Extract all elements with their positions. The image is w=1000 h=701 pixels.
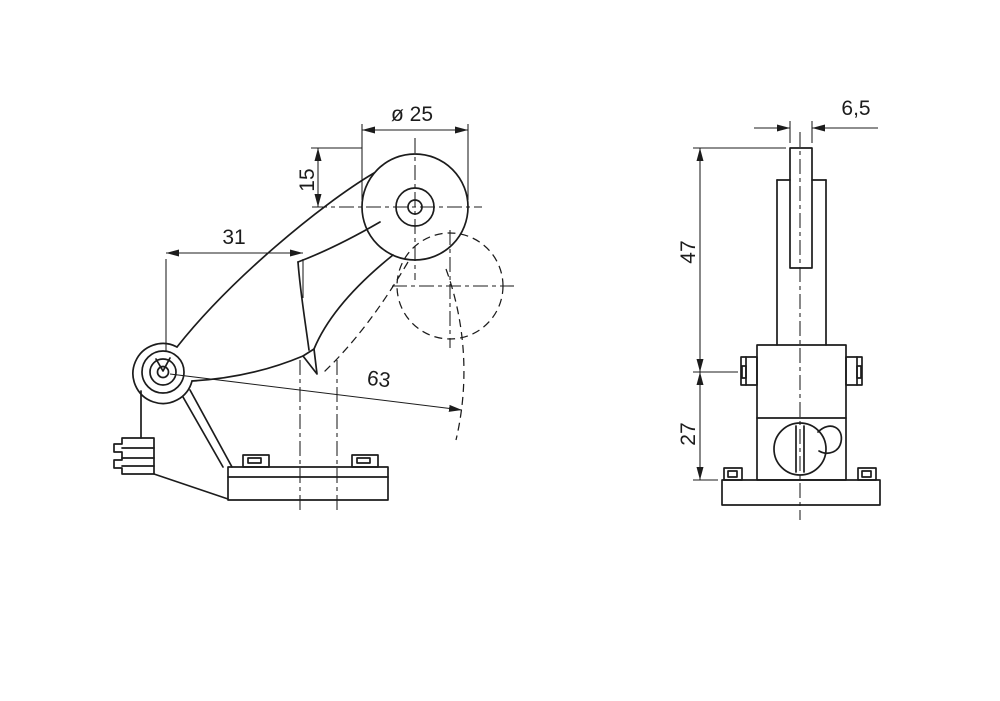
clamp-left <box>242 454 270 468</box>
dim-label-pivot-to-tip: 31 <box>222 226 245 249</box>
roller-front-outline <box>789 147 813 269</box>
pivot-axle-hole <box>156 365 170 379</box>
side-view-centerlines <box>299 138 514 510</box>
pivot-boss-arc <box>132 342 193 405</box>
base-front-outline <box>721 479 881 506</box>
base-ear-left-slot <box>727 470 738 478</box>
housing-bottom-edge <box>153 473 229 500</box>
pivot-outer-circle <box>141 350 185 394</box>
dim-label-roller-width: 6,5 <box>841 97 870 120</box>
pivot-boss-left-slot <box>741 365 747 379</box>
dim-upper-length: 47 <box>677 147 786 373</box>
clamp-screw-head <box>773 422 827 476</box>
base-ear-left <box>723 467 743 481</box>
dim-roller-diameter: ø 25 <box>361 103 469 200</box>
connector-block <box>113 437 155 475</box>
clamp-left-slot <box>247 457 262 464</box>
dim-lower-height: 27 <box>677 372 718 481</box>
front-lever <box>776 147 827 346</box>
arm-bottom-edge <box>191 355 304 382</box>
base-plate-side <box>227 454 389 501</box>
front-body <box>740 344 863 481</box>
clamp-screw-slot <box>795 425 805 473</box>
dim-label-roller-offset: 15 <box>296 168 319 191</box>
dim-label-swing-radius: 63 <box>366 367 392 393</box>
side-view: ø 25 15 31 63 <box>113 103 514 510</box>
dim-pivot-to-tip: 31 <box>165 226 304 352</box>
front-view: 6,5 47 27 <box>677 97 881 520</box>
swing-arc <box>445 268 465 441</box>
pivot-middle-circle <box>149 358 177 386</box>
arm-inner-edge <box>297 261 310 351</box>
base-ear-right <box>857 467 877 481</box>
dim-roller-offset: 15 <box>296 147 362 207</box>
roller <box>361 153 469 261</box>
arm-inner-upper-edge <box>297 221 381 263</box>
pivot-boss-right-slot <box>856 365 862 379</box>
body-outline <box>756 344 847 481</box>
housing-right-edge <box>189 389 233 468</box>
roller-axle-hole <box>407 199 423 215</box>
phantom-lever-edge <box>323 261 409 373</box>
base-ear-right-slot <box>861 470 872 478</box>
roller-hub-circle <box>395 187 435 227</box>
base-outline <box>227 466 389 501</box>
switch-housing <box>113 389 233 500</box>
clamp-cam-hook <box>817 425 843 454</box>
housing-right-inner-edge <box>182 396 224 468</box>
clamp-right <box>351 454 379 468</box>
arm-right-edge <box>313 254 394 350</box>
radius-leader-line <box>169 373 463 412</box>
dim-roller-width: 6,5 <box>754 97 878 143</box>
lever-arm <box>176 172 394 382</box>
dim-label-upper-length: 47 <box>677 240 700 263</box>
clamp-right-slot <box>356 457 371 464</box>
arm-top-edge <box>176 172 375 348</box>
dim-label-lower-height: 27 <box>677 422 700 445</box>
arm-tip-wedge <box>302 348 318 375</box>
dim-label-roller-diameter: ø 25 <box>391 103 433 126</box>
pivot-boss-left <box>740 356 758 386</box>
roller-outer-circle <box>361 153 469 261</box>
pivot-screw-slot <box>155 357 171 372</box>
pivot <box>132 342 193 405</box>
phantom-roller-circle <box>396 232 504 340</box>
base-plate-front <box>721 467 881 506</box>
pivot-boss-right <box>845 356 863 386</box>
phantom-roller-position <box>323 232 504 441</box>
dim-swing-radius: 63 <box>169 367 463 412</box>
